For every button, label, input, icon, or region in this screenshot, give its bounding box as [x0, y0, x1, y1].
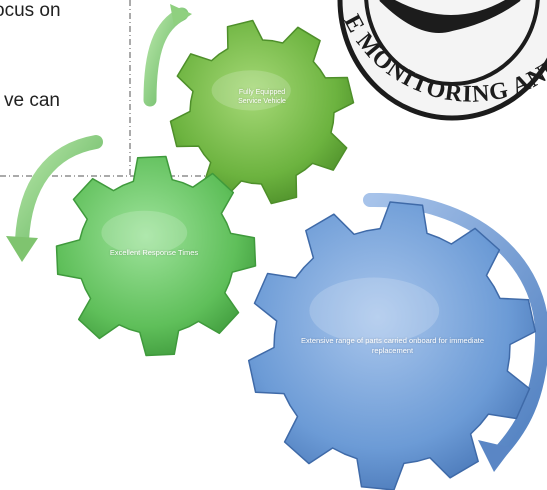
gear-parts-carried-highlight — [309, 277, 440, 344]
gear-service-vehicle-highlight — [211, 70, 291, 111]
body-text-line-1: ocus on — [0, 0, 61, 21]
arrow-curved-right — [363, 192, 547, 472]
gear-parts-carried — [247, 201, 537, 490]
seal-logo: E MONITORING AND — [337, 0, 547, 121]
body-text-line-2: ve can — [4, 90, 60, 111]
gear-response-times — [55, 155, 257, 357]
gear-service-vehicle — [169, 19, 355, 205]
gear-label-response-times: Excellent Response Times — [109, 248, 199, 257]
gear-layer — [55, 19, 537, 490]
arrow-curved-top — [143, 4, 192, 107]
arrow-curved-left — [6, 135, 103, 262]
gear-label-service-vehicle: Fully Equipped Service Vehicle — [238, 89, 286, 106]
gear-label-parts-carried: Extensive range of parts carried onboard… — [300, 336, 484, 356]
gear-response-times-highlight — [101, 210, 188, 255]
